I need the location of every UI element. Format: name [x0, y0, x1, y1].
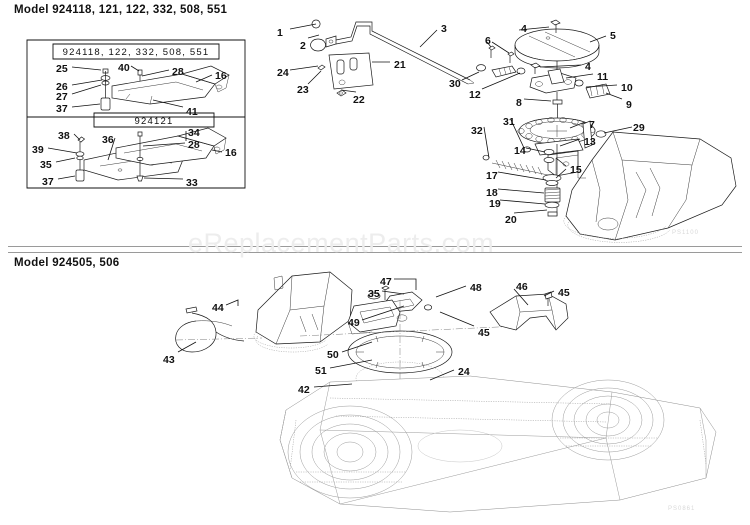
callout-number: 51: [315, 365, 327, 377]
callout-number: 31: [503, 116, 515, 128]
top-leader-lines: [290, 24, 632, 213]
callout-number: 29: [633, 122, 645, 134]
chute-support-bracket: [524, 139, 583, 216]
callout-number: 4: [521, 23, 527, 35]
auger-left: [288, 406, 412, 498]
callout-number: 12: [469, 89, 481, 101]
callout-number: 3: [441, 23, 447, 35]
auger-right: [552, 380, 664, 460]
callout-number: 40: [118, 62, 130, 74]
callout-number: 38: [58, 130, 70, 142]
inset-header-lower: 924121: [134, 116, 174, 127]
callout-number: 19: [489, 198, 501, 210]
crank-rod-assembly: [311, 20, 474, 84]
callout-number: 36: [102, 134, 114, 146]
callout-number: 26: [56, 81, 68, 93]
callout-number: 50: [327, 349, 339, 361]
bottom-upper-housing: [254, 272, 352, 352]
inset-header-upper: 924118, 122, 332, 508, 551: [62, 47, 210, 58]
crank-hardware: [477, 46, 525, 77]
callout-number: 35: [40, 159, 52, 171]
callout-number: 10: [621, 82, 633, 94]
page-title-top: Model 924118, 121, 122, 332, 508, 551: [14, 4, 228, 16]
callout-number: 45: [478, 327, 490, 339]
callout-number: 16: [225, 147, 237, 159]
callout-number: 43: [163, 354, 175, 366]
callout-number: 34: [188, 127, 200, 139]
callout-number: 15: [570, 164, 582, 176]
callout-number: 24: [458, 366, 470, 378]
callout-number: 37: [42, 176, 54, 188]
callout-number: 32: [471, 125, 483, 137]
callout-number: 45: [558, 287, 570, 299]
callout-number: 33: [186, 177, 198, 189]
callout-number: 1: [277, 27, 283, 39]
callout-number: 44: [212, 302, 224, 314]
callout-number: 5: [610, 30, 616, 42]
callout-number: 16: [215, 70, 227, 82]
figure-ref-bottom: PS0861: [668, 506, 696, 512]
callout-number: 23: [297, 84, 309, 96]
callout-number: 11: [597, 71, 609, 83]
section-divider-upper: [8, 246, 742, 247]
callout-number: 49: [348, 317, 360, 329]
callout-number: 8: [516, 97, 522, 109]
callout-number: 35: [368, 288, 380, 300]
auger-housing: [280, 376, 716, 512]
callout-number: 27: [56, 91, 68, 103]
callout-number: 6: [485, 35, 491, 47]
callout-number: 37: [56, 103, 68, 115]
callout-number: 24: [277, 67, 289, 79]
callout-number: 9: [626, 99, 632, 111]
bottom-cover-part: [490, 292, 568, 330]
section-divider-lower: [8, 252, 742, 253]
callout-number: 30: [449, 78, 461, 90]
inset-lower-parts: [76, 128, 226, 181]
bottom-chute-ring-cluster: [300, 286, 520, 394]
callout-number: 20: [505, 214, 517, 226]
callout-number: 4: [585, 61, 591, 73]
callout-number: 21: [394, 59, 406, 71]
watermark: eReplacementParts.com: [188, 228, 495, 258]
callout-number: 39: [32, 144, 44, 156]
callout-number: 28: [172, 66, 184, 78]
callout-number: 47: [380, 276, 392, 288]
callout-number: 14: [514, 145, 526, 157]
callout-number: 17: [486, 170, 498, 182]
callout-number: 25: [56, 63, 68, 75]
callout-number: 42: [298, 384, 310, 396]
callout-number: 7: [589, 119, 595, 131]
bottom-leader-lines: [178, 279, 554, 387]
callout-number: 13: [584, 136, 596, 148]
callout-number: 28: [188, 139, 200, 151]
callout-number: 46: [516, 281, 528, 293]
callout-number: 18: [486, 187, 498, 199]
callout-number: 48: [470, 282, 482, 294]
callout-number: 41: [186, 106, 198, 118]
page-title-bottom: Model 924505, 506: [14, 257, 120, 269]
callout-number: 22: [353, 94, 365, 106]
figure-ref-top: PS1100: [672, 230, 699, 236]
callout-number: 2: [300, 40, 306, 52]
chute-bracket: [318, 53, 373, 96]
